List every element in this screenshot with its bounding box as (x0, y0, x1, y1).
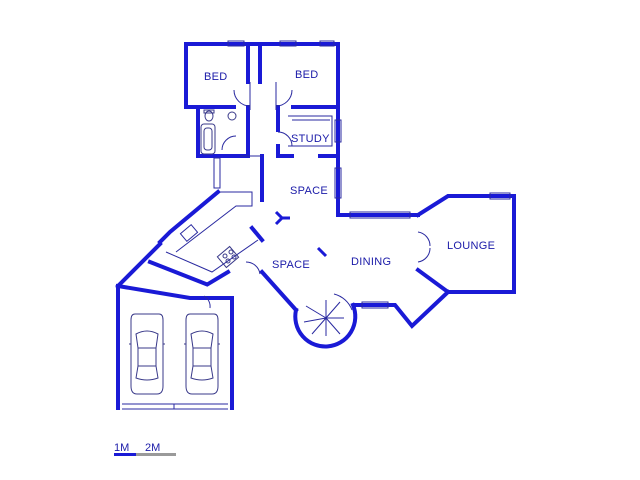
door-lounge (417, 231, 431, 247)
door-garage (203, 295, 211, 309)
thin-lines (122, 40, 511, 410)
garage-cars (129, 313, 220, 395)
wall-study-bottom (276, 144, 294, 158)
bathroom-fixtures (200, 109, 237, 155)
window-hall (213, 157, 221, 189)
door-lounge-2 (417, 247, 431, 263)
room-label-space-lower: SPACE (272, 259, 310, 271)
wall-bath (196, 105, 250, 158)
wall-stair-arc (293, 302, 358, 349)
room-label-bed-left: BED (204, 71, 228, 83)
scale-label-2m: 2M (145, 442, 160, 454)
door-lower-space (245, 261, 261, 275)
room-label-bed-right: BED (295, 69, 319, 81)
car-icon (184, 313, 220, 395)
scale-bar: 1M 2M (114, 442, 176, 456)
basin (227, 111, 237, 121)
kitchen-stove (216, 245, 240, 269)
car-icon (129, 313, 165, 395)
door-bath (221, 135, 237, 151)
kitchen-counter-top (175, 191, 253, 253)
bathtub (200, 123, 216, 155)
wall-kitchen-right (249, 225, 265, 243)
door-bed-right (275, 89, 293, 107)
stairs (303, 300, 344, 336)
scale-segment-2 (136, 453, 176, 456)
window-bed-right (279, 40, 297, 47)
walls (115, 42, 516, 410)
window-dining-top (349, 211, 411, 219)
window-dining (361, 301, 389, 309)
window-lounge (489, 192, 511, 200)
wall-bed-left-outer (184, 42, 236, 109)
window-bed-left (227, 40, 245, 47)
window-bed-right-2 (319, 40, 335, 47)
wall-lower-space-left (259, 269, 299, 313)
room-label-study: STUDY (291, 133, 330, 145)
wall-garage-top (115, 241, 163, 289)
room-label-lounge: LOUNGE (447, 240, 495, 252)
wall-kitchen-bottom (205, 269, 231, 287)
wall-kitchen-top (157, 189, 221, 245)
garage-door (122, 403, 228, 410)
wall-dining-bottom (353, 289, 451, 329)
toilet (204, 110, 214, 122)
wall-space-right (336, 163, 420, 217)
door-study (277, 131, 293, 147)
study-desk (288, 115, 333, 147)
window-upper-space (334, 167, 342, 199)
window-study (334, 119, 342, 143)
wall-garage-inner (147, 259, 209, 287)
room-label-space-upper: SPACE (290, 185, 328, 197)
kitchen-counter-bottom (165, 239, 259, 273)
wall-lounge (415, 194, 516, 294)
scale-label-1m: 1M (114, 442, 129, 454)
columns (274, 210, 328, 258)
room-label-dining: DINING (351, 256, 391, 268)
wall-garage-outer (115, 283, 234, 410)
door-bed-left (233, 89, 251, 107)
scale-segment-1 (114, 453, 136, 456)
kitchen-sink (179, 223, 199, 243)
